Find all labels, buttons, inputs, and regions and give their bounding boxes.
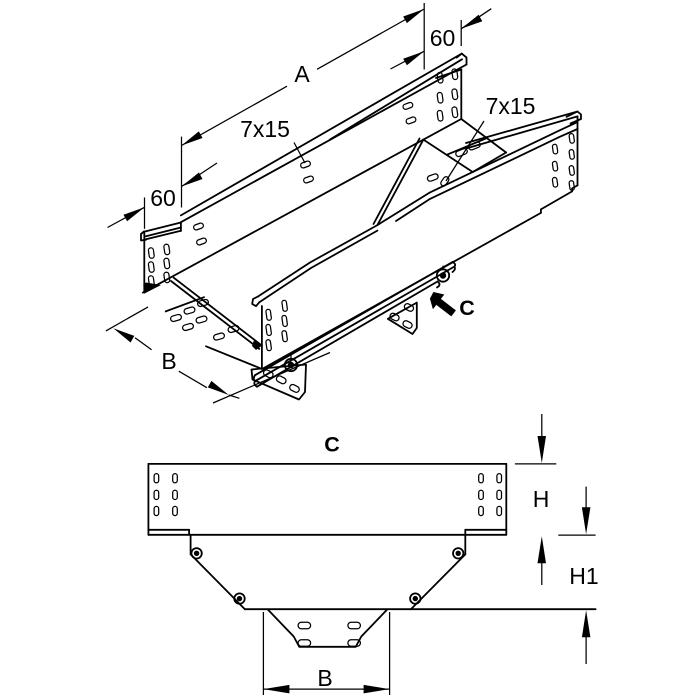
svg-text:C: C: [324, 433, 340, 457]
svg-text:C: C: [459, 296, 475, 320]
svg-text:7x15: 7x15: [240, 116, 290, 142]
svg-text:7x15: 7x15: [486, 93, 536, 119]
svg-text:A: A: [294, 61, 310, 87]
svg-text:H: H: [533, 486, 550, 512]
svg-text:H1: H1: [569, 563, 598, 589]
svg-text:60: 60: [430, 25, 456, 51]
svg-text:B: B: [161, 348, 176, 374]
svg-text:B: B: [317, 665, 332, 691]
svg-text:60: 60: [150, 185, 176, 211]
